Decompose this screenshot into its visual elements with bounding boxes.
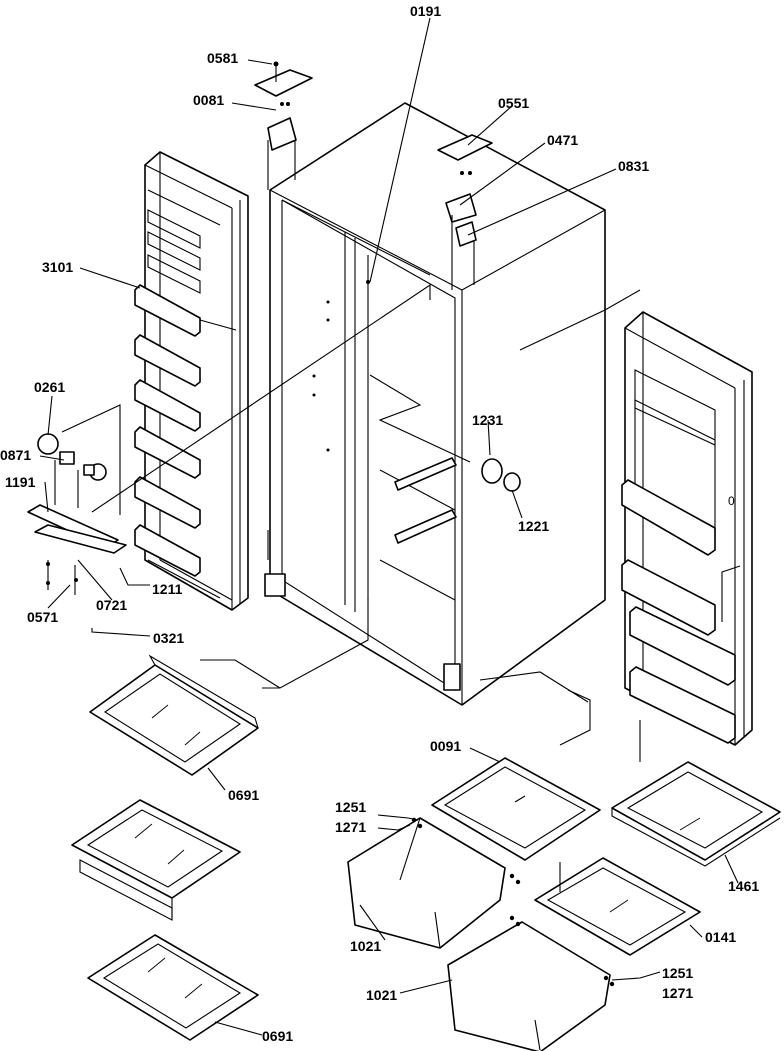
label-1251-bottom: 1251 bbox=[662, 965, 693, 981]
label-1461: 1461 bbox=[728, 878, 759, 894]
top-hinge-right bbox=[437, 134, 493, 290]
label-0571: 0571 bbox=[27, 609, 58, 625]
label-1191: 1191 bbox=[5, 474, 36, 490]
label-1231: 1231 bbox=[472, 412, 503, 428]
refrigerator-door-bins bbox=[621, 479, 736, 744]
cabinet bbox=[264, 102, 606, 706]
label-1251-top: 1251 bbox=[335, 799, 366, 815]
label-0871: 0871 bbox=[0, 447, 31, 463]
label-1271-bottom: 1271 bbox=[662, 985, 693, 1001]
light-assembly bbox=[27, 404, 127, 595]
crisper-drawer-2 bbox=[447, 921, 611, 1051]
label-0691-bottom: 0691 bbox=[262, 1028, 293, 1044]
glass-shelf bbox=[611, 761, 781, 867]
freezer-shelf-1 bbox=[89, 654, 259, 776]
crisper-drawer-1 bbox=[347, 817, 506, 949]
top-hinge-left bbox=[254, 61, 313, 190]
shelf-rails bbox=[394, 457, 457, 544]
label-3101: 3101 bbox=[42, 259, 73, 275]
svg-text:0: 0 bbox=[728, 494, 735, 508]
label-0141: 0141 bbox=[705, 929, 736, 945]
label-0831: 0831 bbox=[618, 158, 649, 174]
freezer-shelf-2 bbox=[71, 799, 241, 921]
freezer-shelf-3 bbox=[87, 934, 259, 1041]
label-0721: 0721 bbox=[96, 597, 127, 613]
label-1021-bottom: 1021 bbox=[366, 987, 397, 1003]
label-0321: 0321 bbox=[153, 630, 184, 646]
label-0191: 0191 bbox=[410, 3, 441, 19]
label-1221: 1221 bbox=[518, 518, 549, 534]
label-0471: 0471 bbox=[547, 132, 578, 148]
label-0691-top: 0691 bbox=[228, 787, 259, 803]
screws bbox=[411, 817, 615, 987]
callout-labels: 0191 0581 0081 0551 0471 0831 3101 0261 … bbox=[0, 3, 759, 1044]
leader-lines bbox=[39, 17, 741, 1036]
crisper-shelf-0141 bbox=[534, 857, 701, 956]
label-0551: 0551 bbox=[498, 95, 529, 111]
label-0581: 0581 bbox=[207, 50, 238, 66]
label-0081: 0081 bbox=[193, 92, 224, 108]
crisper-cover bbox=[431, 757, 601, 861]
label-0091: 0091 bbox=[430, 738, 461, 754]
label-0261: 0261 bbox=[34, 379, 65, 395]
label-1021-top: 1021 bbox=[350, 938, 381, 954]
label-1211: 1211 bbox=[152, 581, 183, 597]
freezer-door-shelves bbox=[134, 209, 201, 577]
label-1271-top: 1271 bbox=[335, 819, 366, 835]
